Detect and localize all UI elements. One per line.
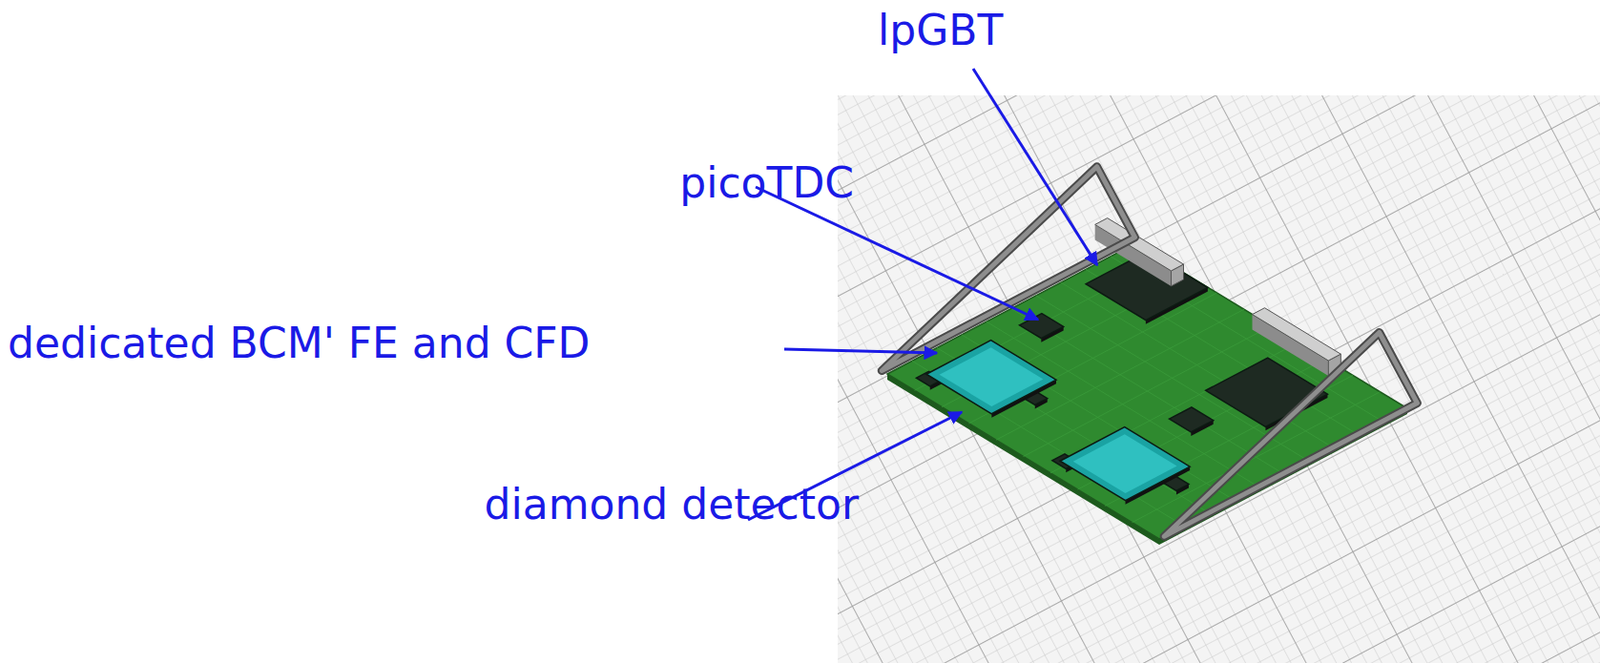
diamond-detector <box>1073 434 1178 494</box>
leader-line <box>784 349 937 354</box>
grid-fine <box>837 95 1600 663</box>
picotdc-chip <box>1169 407 1214 433</box>
pcb-grid <box>1060 282 1333 448</box>
diamond-detector <box>1059 427 1190 501</box>
part-label: lpGBT <box>877 7 1003 54</box>
support-truss <box>1163 332 1417 537</box>
support-truss <box>881 166 1135 372</box>
connector <box>1252 308 1342 361</box>
support-truss <box>881 166 1135 372</box>
grid-ground <box>837 95 1600 663</box>
diamond-detector <box>926 340 1057 415</box>
leader-line <box>755 187 1039 320</box>
part-label: diamond detector <box>484 481 859 528</box>
chip <box>1205 357 1329 427</box>
diamond-detector <box>939 347 1044 407</box>
grid-coarse <box>837 95 1600 663</box>
leader-lines <box>748 68 1098 520</box>
part-label: dedicated BCM' FE and CFD <box>7 320 591 367</box>
leader-line <box>973 68 1098 266</box>
connector <box>1095 218 1185 271</box>
part-label: picoTDC <box>679 160 854 207</box>
support-truss <box>1163 332 1417 537</box>
module-board <box>881 166 1417 545</box>
picotdc-chip <box>1019 313 1064 339</box>
